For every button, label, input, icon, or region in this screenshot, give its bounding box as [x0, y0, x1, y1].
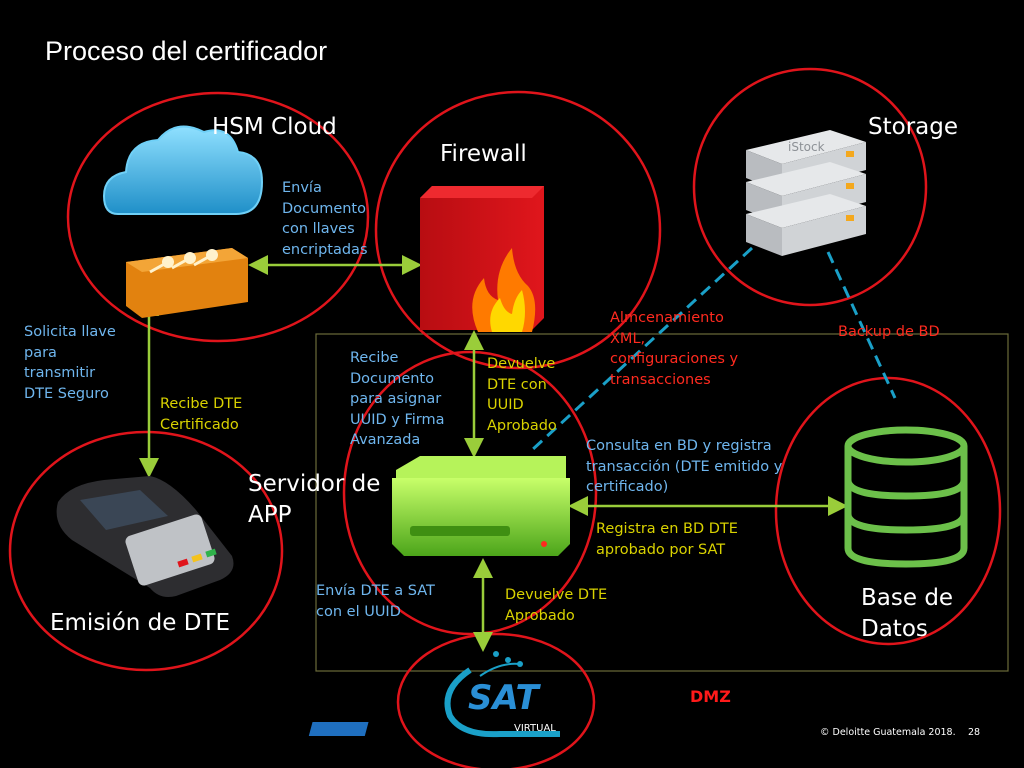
dmz-zone	[315, 333, 1009, 672]
page-title: Proceso del certificador	[45, 36, 328, 66]
note-recibe-dte: Recibe DTE Certificado	[160, 396, 243, 433]
sat-logo-subtext: VIRTUAL	[514, 723, 556, 734]
note-devuelve-dte-uuid: Devuelve DTE con UUID Aprobado	[487, 356, 557, 434]
database-icon	[844, 426, 968, 568]
dmz-label: DMZ	[690, 687, 731, 706]
server-label: Servidor de APP	[248, 471, 381, 528]
cloud-icon	[102, 125, 264, 215]
page-number: 28	[968, 727, 981, 738]
emision-label: Emisión de DTE	[50, 610, 231, 636]
pos-terminal-icon	[56, 476, 234, 597]
storage-watermark: iStock	[788, 140, 825, 154]
storage-circle	[692, 67, 928, 307]
note-devuelve-aprobado: Devuelve DTE Aprobado	[505, 587, 608, 624]
note-envia-sat: Envía DTE a SAT con el UUID	[316, 583, 435, 620]
hsm-cloud-label: HSM Cloud	[212, 114, 337, 140]
firewall-circle	[374, 90, 662, 370]
app-server-icon	[392, 456, 570, 556]
storage-label: Storage	[868, 114, 958, 140]
note-backup: Backup de BD	[838, 324, 940, 340]
firewall-label: Firewall	[440, 141, 527, 167]
note-almacenamiento: Almcenamiento XML, configuraciones y tra…	[610, 310, 739, 388]
note-recibe-documento: Recibe Documento para asignar UUID y Fir…	[350, 350, 445, 448]
database-label: Base de Datos	[861, 585, 954, 642]
server-rack-icon	[746, 130, 866, 256]
sat-logo-icon	[308, 651, 560, 738]
hsm-circle	[66, 91, 370, 343]
sat-circle	[396, 632, 596, 768]
note-consulta-bd: Consulta en BD y registra transacción (D…	[586, 438, 783, 495]
note-solicita-llave: Solicita llave para transmitir DTE Segur…	[24, 324, 116, 402]
note-registra-bd: Registra en BD DTE aprobado por SAT	[596, 521, 738, 558]
hsm-device-icon	[126, 248, 248, 318]
note-envia-documento: Envía Documento con llaves encriptadas	[282, 180, 368, 258]
storage-server-dashed	[530, 246, 754, 452]
sat-logo-text: SAT	[468, 678, 539, 718]
storage-db-dashed	[826, 251, 897, 399]
firewall-icon	[420, 186, 544, 332]
footer-copyright: © Deloitte Guatemala 2018.	[820, 727, 956, 738]
